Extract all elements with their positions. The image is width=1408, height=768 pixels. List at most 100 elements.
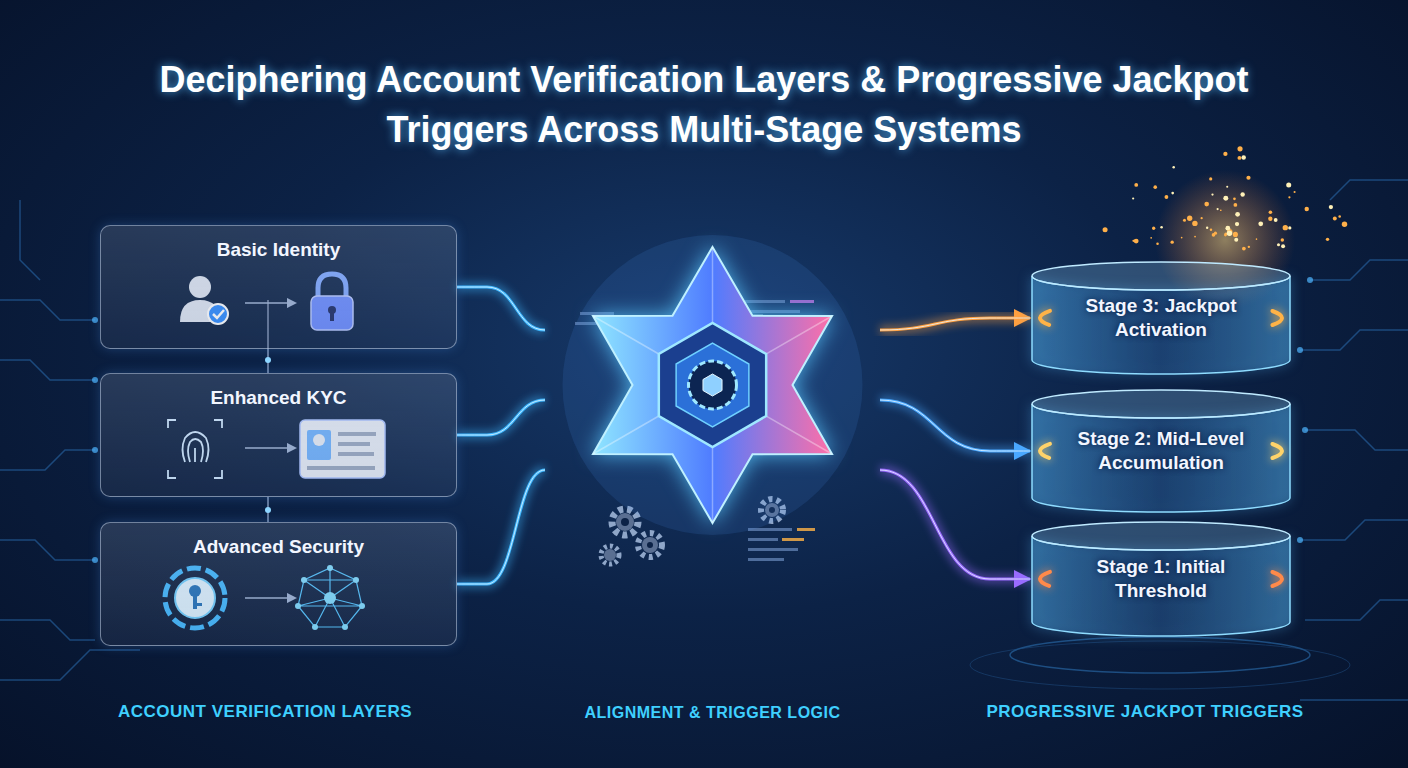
connector bbox=[457, 287, 545, 330]
spark bbox=[1288, 226, 1291, 229]
spark bbox=[1329, 205, 1333, 209]
connector bbox=[457, 470, 545, 584]
spark bbox=[1206, 227, 1208, 229]
hub-star-shape bbox=[545, 240, 880, 730]
connector-glow bbox=[457, 400, 545, 435]
spark bbox=[1283, 225, 1288, 230]
connector-group bbox=[457, 400, 545, 435]
spark bbox=[1268, 217, 1272, 221]
connector-group bbox=[457, 287, 545, 330]
spark bbox=[1225, 226, 1230, 231]
spark bbox=[1209, 177, 1212, 180]
cylinder-shape bbox=[1030, 262, 1292, 374]
cylinder-shape bbox=[1030, 522, 1292, 636]
spark bbox=[1277, 243, 1280, 246]
spark bbox=[1156, 242, 1159, 245]
spark bbox=[1194, 236, 1196, 238]
spark bbox=[1183, 219, 1186, 222]
spark bbox=[1220, 209, 1222, 211]
verification-panel: Basic Identity bbox=[100, 225, 457, 349]
spark bbox=[1201, 217, 1203, 219]
cylinder-shape bbox=[1030, 390, 1292, 512]
panel-title: Basic Identity bbox=[101, 238, 456, 262]
spark bbox=[1294, 191, 1296, 193]
jackpot-stage: Stage 3: Jackpot Activation bbox=[1030, 262, 1292, 374]
spark bbox=[1211, 193, 1213, 195]
spark bbox=[1170, 240, 1173, 243]
connector-core bbox=[880, 470, 1030, 579]
connector-glow bbox=[457, 287, 545, 330]
panel-title: Advanced Security bbox=[101, 535, 456, 559]
spark bbox=[1223, 196, 1228, 201]
spark bbox=[1210, 228, 1212, 230]
spark-burst bbox=[1103, 146, 1348, 250]
spark bbox=[1134, 183, 1138, 187]
spark bbox=[1241, 155, 1245, 159]
connector bbox=[457, 400, 545, 435]
stage-label: Stage 1: Initial Threshold bbox=[1066, 555, 1256, 603]
diagram-title: Deciphering Account Verification Layers … bbox=[104, 55, 1304, 155]
spark bbox=[1288, 196, 1290, 198]
spark bbox=[1172, 166, 1175, 169]
spark bbox=[1227, 230, 1232, 235]
trigger-hub: ALIGNMENT & TRIGGER LOGIC bbox=[545, 240, 880, 730]
spark bbox=[1233, 232, 1238, 237]
spark bbox=[1217, 208, 1219, 210]
connector bbox=[880, 400, 1030, 451]
spark bbox=[1181, 237, 1183, 239]
spark bbox=[1342, 222, 1347, 227]
spark bbox=[1256, 238, 1258, 240]
jackpot-stage: Stage 2: Mid-Level Accumulation bbox=[1030, 390, 1292, 512]
connector-glow bbox=[457, 470, 545, 584]
spark bbox=[1226, 186, 1228, 188]
connector-group bbox=[457, 470, 545, 584]
spark bbox=[1233, 197, 1236, 200]
spark bbox=[1242, 247, 1246, 251]
spark bbox=[1165, 195, 1169, 199]
spark bbox=[1338, 215, 1341, 218]
spark bbox=[1235, 212, 1240, 217]
spark bbox=[1238, 156, 1242, 160]
jackpot-stage: Stage 1: Initial Threshold bbox=[1030, 522, 1292, 636]
connector-group bbox=[880, 400, 1030, 451]
spark bbox=[1240, 192, 1244, 196]
spark bbox=[1326, 238, 1329, 241]
spark bbox=[1274, 218, 1278, 222]
spark bbox=[1305, 207, 1309, 211]
spark bbox=[1281, 244, 1285, 248]
connector-group bbox=[880, 470, 1030, 579]
connector-core bbox=[457, 400, 545, 435]
verification-panel: Enhanced KYC bbox=[100, 373, 457, 497]
spark bbox=[1171, 192, 1174, 195]
connector-core bbox=[880, 400, 1030, 451]
connector-glow bbox=[880, 318, 1030, 330]
spark bbox=[1152, 227, 1155, 230]
spark bbox=[1132, 240, 1134, 242]
column-label: PROGRESSIVE JACKPOT TRIGGERS bbox=[986, 700, 1303, 724]
spark bbox=[1333, 217, 1337, 221]
spark bbox=[1233, 203, 1237, 207]
connector-core bbox=[457, 470, 545, 584]
spark bbox=[1234, 238, 1238, 242]
spark bbox=[1237, 146, 1242, 151]
spark bbox=[1281, 238, 1284, 241]
connector-group bbox=[880, 318, 1030, 330]
spark bbox=[1258, 221, 1263, 226]
spark bbox=[1269, 210, 1273, 214]
spark bbox=[1286, 183, 1291, 188]
panel-title: Enhanced KYC bbox=[101, 386, 456, 410]
verification-panel: Advanced Security bbox=[100, 522, 457, 646]
connector bbox=[880, 470, 1030, 579]
spark bbox=[1132, 197, 1134, 199]
connector-glow bbox=[880, 400, 1030, 451]
spark bbox=[1248, 246, 1250, 248]
spark bbox=[1204, 202, 1209, 207]
spark bbox=[1223, 152, 1227, 156]
stage-label: Stage 3: Jackpot Activation bbox=[1066, 294, 1256, 342]
connector bbox=[880, 318, 1030, 330]
connector-core bbox=[880, 318, 1030, 330]
column-label: ACCOUNT VERIFICATION LAYERS bbox=[118, 700, 412, 724]
spark bbox=[1103, 227, 1108, 232]
spark bbox=[1153, 185, 1157, 189]
